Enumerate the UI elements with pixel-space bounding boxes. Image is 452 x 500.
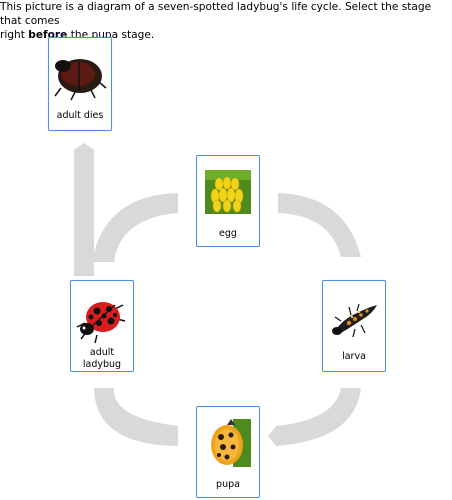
question-line-1: This picture is a diagram of a seven-spo… <box>0 1 432 27</box>
stage-card-egg[interactable]: egg <box>196 155 260 247</box>
dead-ladybug-icon <box>54 59 107 101</box>
stage-card-adult-ladybug[interactable]: adult ladybug <box>70 280 134 372</box>
stage-label-adult-dies: adult dies <box>56 110 104 121</box>
stage-label-pupa: pupa <box>216 479 240 490</box>
stage-card-pupa[interactable]: pupa <box>196 406 260 498</box>
stage-label-larva: larva <box>342 351 366 362</box>
stage-card-larva[interactable]: larva <box>322 280 386 372</box>
arrow-to-adult-dies <box>74 143 94 276</box>
ladybug-icon <box>76 302 126 344</box>
arrow-adult-to-egg <box>92 193 178 262</box>
arrow-egg-to-larva <box>278 193 361 257</box>
pupa-icon <box>211 419 251 467</box>
stage-label-egg: egg <box>219 228 237 239</box>
arrow-larva-to-pupa <box>268 388 361 446</box>
stage-label-adult-ladybug: adult ladybug <box>82 347 122 370</box>
egg-cluster-icon <box>205 170 251 214</box>
question-text: This picture is a diagram of a seven-spo… <box>0 0 452 42</box>
stage-card-adult-dies[interactable]: adult dies <box>48 37 112 131</box>
larva-icon <box>332 303 377 338</box>
arrow-pupa-to-adult <box>94 388 178 446</box>
